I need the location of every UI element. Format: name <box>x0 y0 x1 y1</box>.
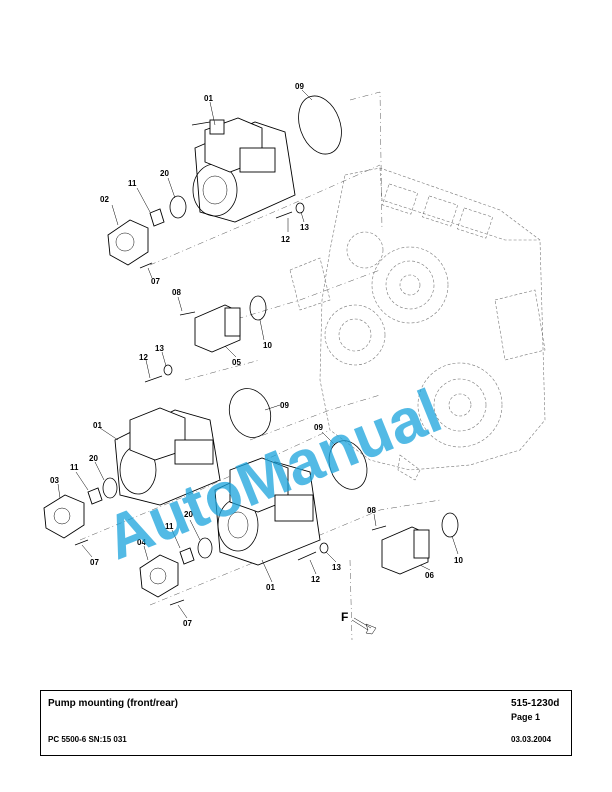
washer-13-mid <box>163 364 173 376</box>
drawing-title: Pump mounting (front/rear) <box>48 698 178 709</box>
label-07-top: 07 <box>151 277 160 286</box>
leader-lines <box>57 89 459 619</box>
direction-letter: F <box>341 610 348 624</box>
label-10-top: 10 <box>263 341 272 350</box>
label-20-mid: 20 <box>89 454 98 463</box>
washer-13-low <box>319 542 329 554</box>
label-07-mid: 07 <box>90 558 99 567</box>
label-13-top: 13 <box>300 223 309 232</box>
small-pump-04 <box>139 554 179 598</box>
bolt-12-low <box>297 551 317 561</box>
label-20-low: 20 <box>184 510 193 519</box>
label-08-low: 08 <box>367 506 376 515</box>
o-ring-right <box>328 440 368 490</box>
motor-06 <box>381 526 430 575</box>
label-11-mid: 11 <box>70 463 79 472</box>
direction-arrow: F <box>341 610 377 635</box>
label-12-mid: 12 <box>139 353 148 362</box>
label-13-mid: 13 <box>155 344 164 353</box>
gearbox-housing <box>289 167 546 481</box>
bolt-12-top <box>275 211 293 219</box>
label-08-top: 08 <box>172 288 181 297</box>
o-ring-mid <box>228 388 272 438</box>
o-ring-10-low <box>441 512 459 538</box>
label-07-low: 07 <box>183 619 192 628</box>
pump-top <box>191 117 296 223</box>
part-labels: 01 09 20 11 02 12 13 07 08 10 05 12 13 0… <box>50 82 463 628</box>
exploded-parts-drawing: 01 09 20 11 02 12 13 07 08 10 05 12 13 0… <box>43 82 546 641</box>
pump-lower <box>214 457 321 566</box>
alignment-lines <box>79 91 441 641</box>
o-ring-10-top <box>249 295 267 321</box>
machine-model: PC 5500-6 SN:15 031 <box>48 735 127 744</box>
seal-11-top <box>149 208 165 227</box>
o-ring-top <box>298 95 342 155</box>
label-13-low: 13 <box>332 563 341 572</box>
document-number: 515-1230d <box>511 698 560 709</box>
bolt-07-low <box>169 599 185 606</box>
seal-11-mid <box>87 487 103 505</box>
bolt-08-low <box>371 525 387 531</box>
seal-11-low <box>179 547 195 565</box>
page-number: Page 1 <box>511 712 541 722</box>
label-12-low: 12 <box>311 575 320 584</box>
label-12-top: 12 <box>281 235 290 244</box>
motor-05 <box>194 304 241 353</box>
label-06: 06 <box>425 571 434 580</box>
o-ring-20-mid <box>102 477 118 499</box>
small-pump-03 <box>43 494 85 539</box>
label-03: 03 <box>50 476 59 485</box>
label-11-top: 11 <box>128 179 137 188</box>
label-01-low: 01 <box>266 583 275 592</box>
label-01-mid: 01 <box>93 421 102 430</box>
label-02: 02 <box>100 195 109 204</box>
label-04: 04 <box>137 538 146 547</box>
label-11-low: 11 <box>165 522 174 531</box>
label-20-top: 20 <box>160 169 169 178</box>
o-ring-20-low <box>197 537 213 559</box>
title-block: Pump mounting (front/rear) 515-1230d Pag… <box>40 690 572 756</box>
washer-13-top <box>295 202 305 214</box>
bolt-07-top <box>139 262 153 269</box>
label-10-low: 10 <box>454 556 463 565</box>
label-05: 05 <box>232 358 241 367</box>
bolt-12-mid <box>144 375 163 383</box>
document-date: 03.03.2004 <box>511 735 552 744</box>
label-01-top: 01 <box>204 94 213 103</box>
o-ring-20-top <box>169 195 187 219</box>
small-pump-02 <box>107 219 149 266</box>
label-09-top: 09 <box>295 82 304 91</box>
pump-mid-left <box>114 407 221 506</box>
bolt-08-top <box>179 311 196 316</box>
label-09-mid: 09 <box>280 401 289 410</box>
label-09-right: 09 <box>314 423 323 432</box>
bolt-07-mid <box>74 539 89 546</box>
